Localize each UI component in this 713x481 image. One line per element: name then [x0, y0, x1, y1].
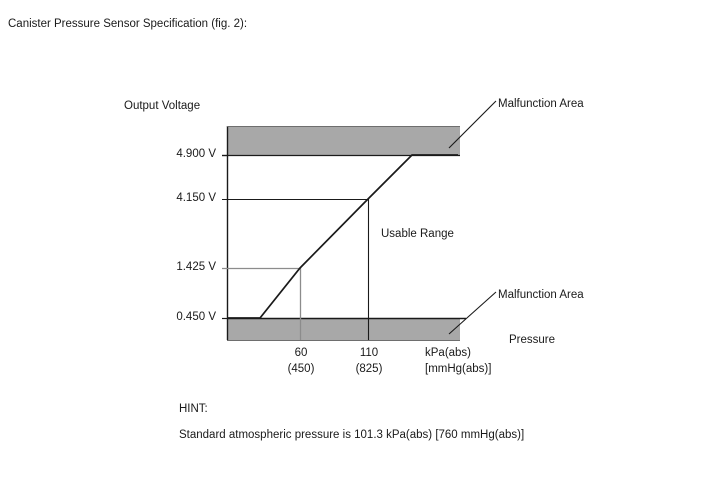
malfunction-area-label-lower: Malfunction Area	[498, 289, 584, 301]
malfunction-band-lower	[227, 319, 460, 340]
y-tick-label-1425v: 1.425 V	[176, 261, 216, 273]
y-axis-title: Output Voltage	[124, 100, 201, 112]
hint-heading: HINT:	[179, 403, 208, 415]
x-unit-secondary: [mmHg(abs)]	[425, 363, 492, 375]
usable-range-label: Usable Range	[381, 228, 454, 240]
x-tick-label-110mmhg: (825)	[355, 363, 383, 375]
y-tick-label-4150v: 4.150 V	[176, 192, 216, 204]
x-unit-primary: kPa(abs)	[425, 347, 472, 359]
sensor-output-curve	[228, 154, 458, 319]
x-tick-label-60kpa: 60	[294, 347, 308, 359]
x-tick-label-60mmhg: (450)	[287, 363, 315, 375]
malfunction-band-upper	[227, 127, 460, 155]
y-tick-label-4900v: 4.900 V	[176, 148, 216, 160]
x-tick-label-110kpa: 110	[359, 347, 379, 359]
page-title: Canister Pressure Sensor Specification (…	[8, 18, 248, 30]
hint-text: Standard atmospheric pressure is 101.3 k…	[179, 429, 525, 441]
y-tick-label-0450v: 0.450 V	[176, 311, 216, 323]
malfunction-area-label-upper: Malfunction Area	[498, 98, 584, 110]
callout-leader-upper	[448, 100, 497, 149]
x-axis-title: Pressure	[509, 334, 556, 346]
callout-leader-lower	[448, 291, 497, 335]
